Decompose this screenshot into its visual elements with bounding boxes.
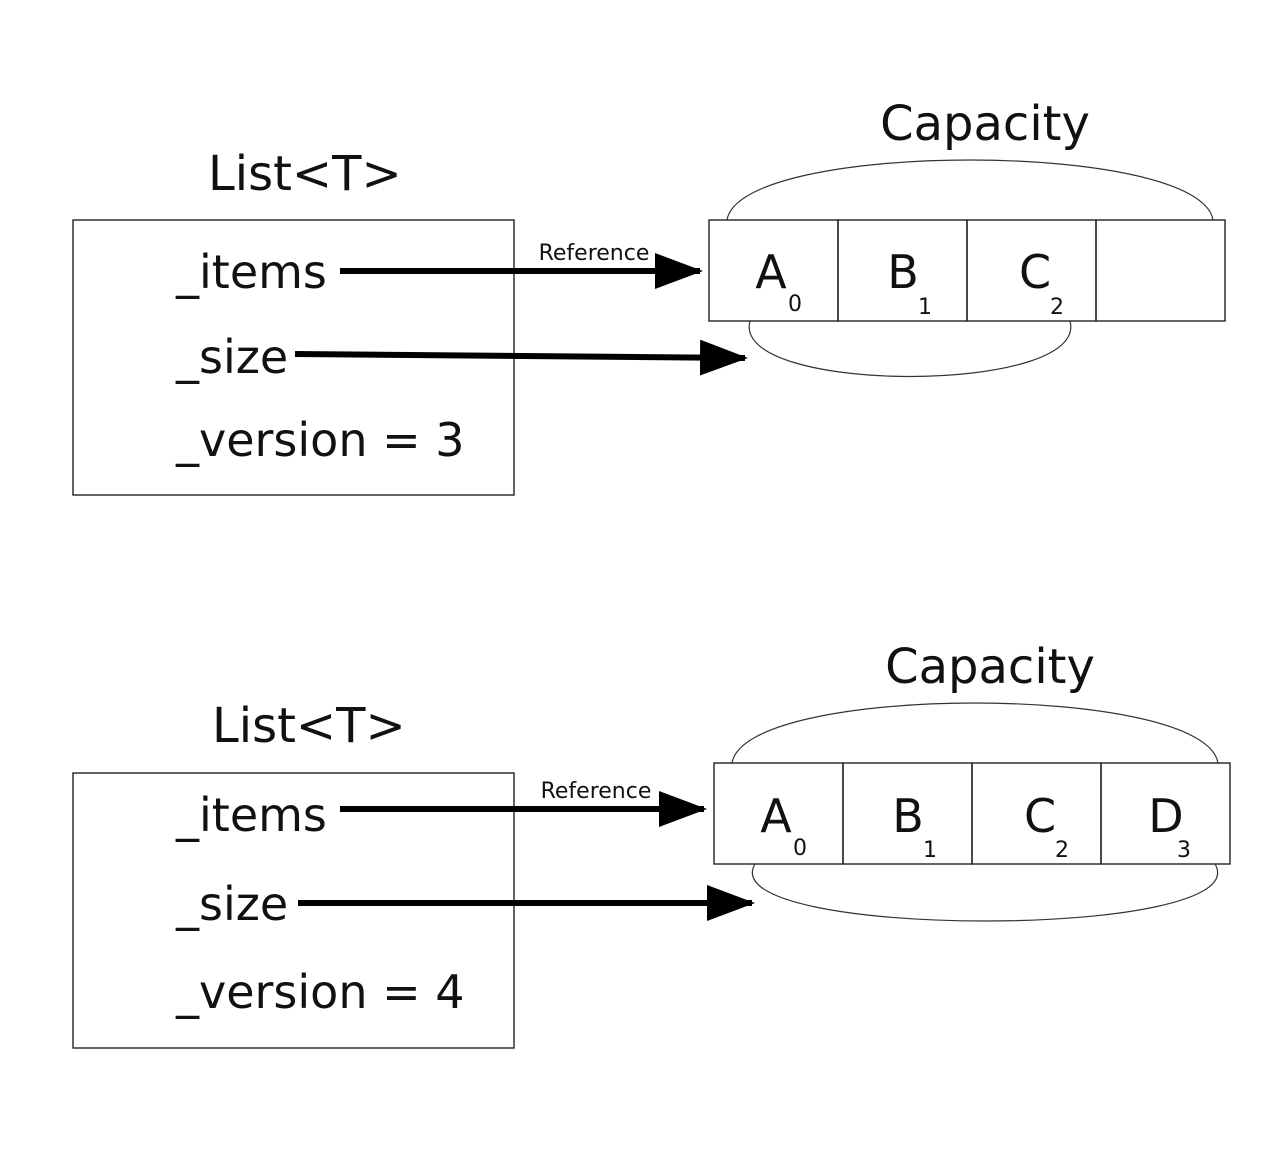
cell-index: 2 [1050, 295, 1064, 320]
cell-index: 1 [923, 838, 937, 863]
list-title: List<T> [208, 146, 402, 202]
cell-index: 2 [1055, 838, 1069, 863]
reference-label: Reference [539, 241, 650, 266]
cell-value: A [755, 245, 787, 299]
items-field: _items [175, 245, 327, 299]
size-brace [751, 863, 1219, 922]
list-title: List<T> [212, 698, 406, 754]
cell-value: D [1148, 789, 1183, 843]
capacity-brace [726, 159, 1214, 221]
cell-index: 3 [1177, 838, 1191, 863]
cell-index: 0 [793, 836, 807, 861]
size-field: _size [175, 877, 288, 931]
size-field: _size [175, 330, 288, 384]
cell-value: B [892, 789, 924, 843]
reference-label: Reference [541, 779, 652, 804]
cell-index: 1 [918, 295, 932, 320]
array-cell-empty [1095, 219, 1226, 322]
backing-array: A 0 B 1 C 2 [708, 219, 1226, 322]
cell-value: A [760, 789, 792, 843]
panel-version-4: List<T> _items _size _version = 4 Refere… [72, 639, 1231, 1049]
version-field: _version = 3 [175, 413, 465, 467]
items-field: _items [175, 788, 327, 842]
backing-array: A 0 B 1 C 2 D 3 [713, 762, 1231, 865]
panel-version-3: List<T> _items _size _version = 3 Refere… [72, 96, 1226, 496]
size-brace [748, 320, 1072, 377]
cell-value: B [887, 245, 919, 299]
size-arrow [294, 339, 748, 376]
array-cell [1100, 762, 1231, 865]
capacity-label: Capacity [880, 96, 1090, 152]
list-object-box [72, 772, 515, 1049]
capacity-brace [731, 702, 1219, 764]
capacity-label: Capacity [885, 639, 1095, 695]
cell-value: C [1024, 789, 1056, 843]
cell-index: 0 [788, 292, 802, 317]
cell-value: C [1019, 245, 1051, 299]
version-field: _version = 4 [175, 965, 465, 1019]
